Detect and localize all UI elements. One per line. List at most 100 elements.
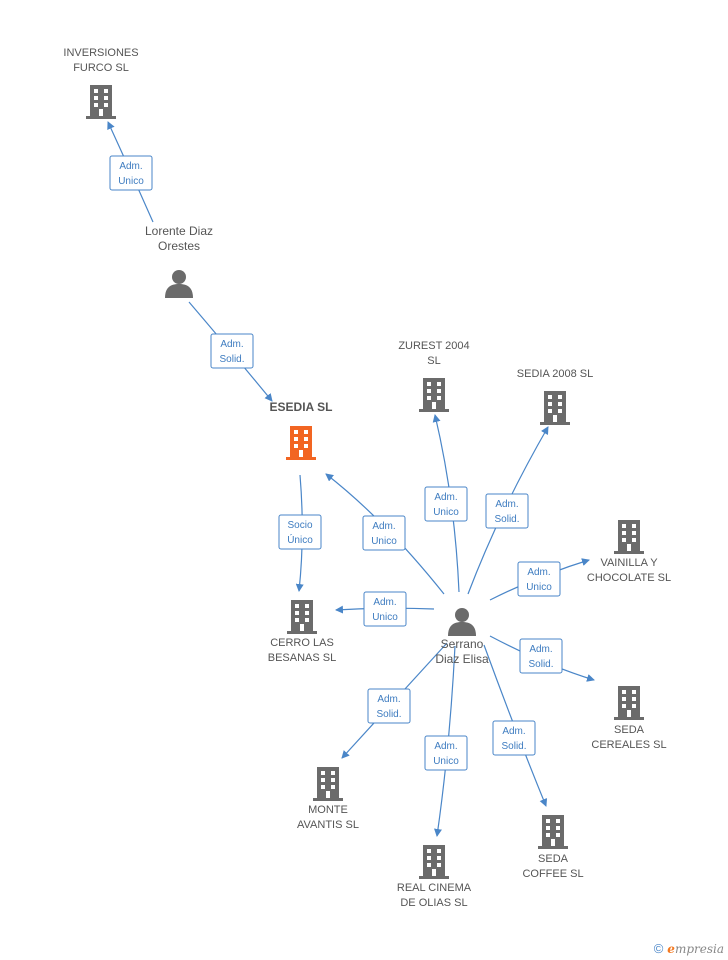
edge-label-text: Adm. [372, 521, 395, 532]
edge-label-text: Adm. [502, 726, 525, 737]
node-label: DE OLIAS SL [400, 897, 467, 909]
node-label: Diaz Elisa [435, 652, 489, 666]
edge-label-box [109, 155, 153, 191]
building-icon [614, 520, 644, 554]
person-icon [448, 608, 476, 636]
node-vainilla[interactable]: VAINILLA Y CHOCOLATE SL [587, 520, 671, 584]
edge-label-text: Adm. [434, 492, 457, 503]
edge-label-text: Solid. [528, 659, 553, 670]
edge-serrano-seda_coffee[interactable]: Adm. Solid. [483, 644, 548, 807]
edge-serrano-monte[interactable]: Adm. Solid. [341, 642, 448, 759]
edge-label-text: Unico [118, 176, 144, 187]
node-label: SL [427, 355, 440, 367]
node-label: COFFEE SL [522, 868, 583, 880]
node-label: VAINILLA Y [600, 557, 658, 569]
node-cerro[interactable]: CERRO LAS BESANAS SL [268, 600, 336, 664]
person-icon [165, 270, 193, 298]
edge-label-box [278, 514, 322, 550]
footer-brand: © empresia [654, 941, 724, 956]
copyright-icon: © [653, 941, 664, 956]
edge-label-text: Solid. [501, 741, 526, 752]
edge-label-text: Único [287, 533, 313, 546]
node-label: SEDA [614, 724, 645, 736]
edge-serrano-esedia[interactable]: Adm. Unico [325, 473, 445, 595]
node-label: MONTE [308, 804, 348, 816]
edge-serrano-zurest[interactable]: Adm. Unico [424, 414, 468, 593]
edge-label-text: Solid. [219, 354, 244, 365]
node-label: AVANTIS SL [297, 819, 359, 831]
edge-label-text: Adm. [434, 741, 457, 752]
edge-label-text: Socio [287, 520, 312, 531]
edge-serrano-cerro[interactable]: Adm. Unico [335, 591, 435, 627]
edge-label-box [424, 735, 468, 771]
node-monte[interactable]: MONTE AVANTIS SL [297, 767, 359, 831]
edge-label-box [424, 486, 468, 522]
node-label: ZUREST 2004 [398, 340, 469, 352]
edge-serrano-seda_cereales[interactable]: Adm. Solid. [489, 635, 595, 682]
node-label: SEDIA 2008 SL [517, 368, 593, 380]
node-label: CERRO LAS [270, 637, 334, 649]
edge-label-text: Adm. [377, 694, 400, 705]
node-label: INVERSIONES [63, 47, 138, 59]
edge-label-text: Unico [433, 507, 459, 518]
building-icon [286, 426, 316, 460]
edge-label-box [519, 638, 563, 674]
node-inversiones[interactable]: INVERSIONES FURCO SL [63, 47, 139, 119]
edge-label-text: Unico [372, 612, 398, 623]
edge-label-text: Solid. [376, 709, 401, 720]
node-label: BESANAS SL [268, 652, 336, 664]
nodes-layer: INVERSIONES FURCO SL Lorente DiazOrestesES… [63, 47, 671, 909]
edge-label-box [492, 720, 536, 756]
brand-logo[interactable]: empresia [667, 941, 724, 956]
edge-label-text: Unico [371, 536, 397, 547]
edge-label-text: Solid. [494, 514, 519, 525]
edge-serrano-real_cinema[interactable]: Adm. Unico [424, 645, 468, 837]
edge-label-text: Adm. [373, 597, 396, 608]
edges-layer: Adm.UnicoAdm.Solid.SocioÚnicoAdm.UnicoAd… [107, 121, 595, 837]
edge-label-text: Adm. [529, 644, 552, 655]
node-seda_cereales[interactable]: SEDA CEREALES SL [591, 686, 667, 751]
node-esedia[interactable]: ESEDIA SL [270, 400, 333, 460]
building-icon [540, 391, 570, 425]
node-sedia2008[interactable]: SEDIA 2008 SL [517, 368, 593, 425]
edge-lorente-esedia[interactable]: Adm. Solid. [188, 301, 273, 402]
building-icon [614, 686, 644, 720]
edge-label-box [210, 333, 254, 369]
edge-serrano-vainilla[interactable]: Adm. Unico [489, 558, 590, 601]
edge-label-box [362, 515, 406, 551]
node-real_cinema[interactable]: REAL CINEMA DE OLIAS SL [397, 845, 472, 909]
building-icon [313, 767, 343, 801]
edge-lorente-inversiones[interactable]: Adm. Unico [107, 121, 154, 223]
edge-label-text: Adm. [220, 339, 243, 350]
node-label: Serrano [441, 637, 484, 651]
node-label: REAL CINEMA [397, 882, 472, 894]
node-label: CHOCOLATE SL [587, 572, 671, 584]
edge-label-text: Unico [526, 582, 552, 593]
node-label: ESEDIA SL [270, 400, 333, 414]
building-icon [538, 815, 568, 849]
edge-label-text: Unico [433, 756, 459, 767]
node-label: Lorente Diaz [145, 224, 213, 238]
edge-serrano-sedia2008[interactable]: Adm. Solid. [467, 426, 549, 595]
node-label: FURCO SL [73, 62, 129, 74]
node-label: CEREALES SL [591, 739, 666, 751]
building-icon [86, 85, 116, 119]
edge-label-box [367, 688, 411, 724]
edge-label-box [363, 591, 407, 627]
node-seda_coffee[interactable]: SEDA COFFEE SL [522, 815, 584, 880]
edge-label-box [485, 493, 529, 529]
building-icon [419, 845, 449, 879]
node-label: SEDA [538, 853, 569, 865]
edge-label-text: Adm. [119, 161, 142, 172]
edge-label-text: Adm. [495, 499, 518, 510]
building-icon [419, 378, 449, 412]
node-label: Orestes [158, 239, 200, 253]
building-icon [287, 600, 317, 634]
edge-label-box [517, 561, 561, 597]
edge-label-text: Adm. [527, 567, 550, 578]
